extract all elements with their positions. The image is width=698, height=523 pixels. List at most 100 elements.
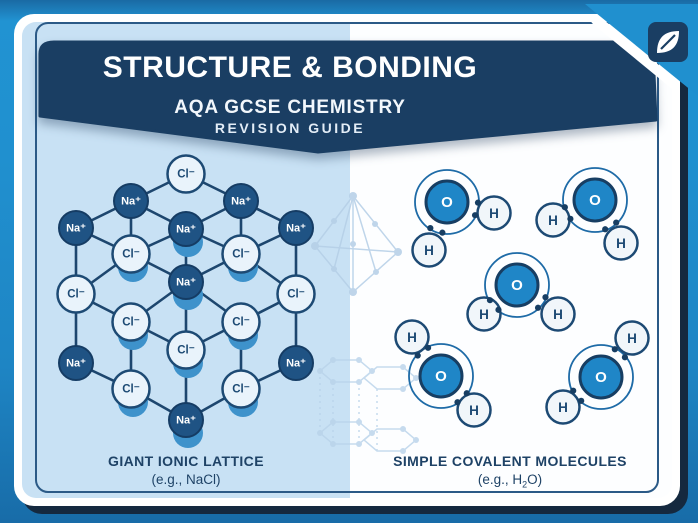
octahedron-watermark-icon xyxy=(311,192,402,296)
hex-lattice-watermark-icon xyxy=(317,357,419,454)
hydrogen-atom xyxy=(456,392,492,428)
sodium-ion xyxy=(168,402,204,438)
shared-electron-dot xyxy=(486,297,494,304)
hydrogen-label: H xyxy=(548,213,558,228)
ion-label: Na⁺ xyxy=(176,224,196,236)
sodium-ion xyxy=(168,211,204,247)
sodium-ion xyxy=(278,345,314,381)
sodium-ion xyxy=(168,264,204,300)
hydrogen-label: H xyxy=(627,331,637,346)
ion-label: Cl⁻ xyxy=(232,249,250,261)
chloride-ion xyxy=(221,369,261,409)
chloride-ion xyxy=(56,274,96,314)
ion-label: Cl⁻ xyxy=(177,345,195,357)
shared-electron-dot xyxy=(495,306,502,313)
ion-label: Cl⁻ xyxy=(122,384,140,396)
shared-electron-dot xyxy=(534,304,542,311)
chloride-ion xyxy=(111,234,151,274)
water-molecule: HHO xyxy=(535,167,639,261)
shared-electron-dot xyxy=(427,225,434,232)
frame-border xyxy=(35,22,659,493)
oxygen-label: O xyxy=(589,192,601,209)
hydrogen-label: H xyxy=(553,307,563,322)
sodium-ion xyxy=(278,210,314,246)
oxygen-label: O xyxy=(435,368,447,385)
leaf-icon xyxy=(657,31,679,53)
electron-shell-ring xyxy=(562,167,628,233)
sodium-ion xyxy=(113,183,149,219)
hydrogen-atom xyxy=(476,195,512,231)
covalent-caption-example: (e.g., H2O) xyxy=(477,472,543,490)
shared-electron-dot xyxy=(454,399,461,406)
shared-electron-dot xyxy=(578,397,585,404)
chloride-ion xyxy=(166,154,206,194)
ion-label: Cl⁻ xyxy=(232,384,250,396)
ion-label: Cl⁻ xyxy=(122,317,140,329)
page-title: STRUCTURE & BONDING xyxy=(102,51,478,84)
hydrogen-atom xyxy=(540,296,576,332)
oxygen-atom xyxy=(418,353,464,399)
hydrogen-atom xyxy=(603,225,639,261)
hydrogen-atom xyxy=(411,232,447,268)
ion-label: Na⁺ xyxy=(176,277,196,289)
chloride-ion xyxy=(221,234,261,274)
hydrogen-label: H xyxy=(424,243,434,258)
chloride-ion xyxy=(111,369,151,409)
shared-electron-dot xyxy=(621,354,629,361)
shared-electron-dot xyxy=(474,199,482,206)
chloride-ion xyxy=(221,302,261,342)
hydrogen-label: H xyxy=(479,307,489,322)
ion-label: Na⁺ xyxy=(121,196,141,208)
shared-electron-dot xyxy=(613,219,620,226)
page-tagline: REVISION GUIDE xyxy=(214,120,366,136)
shared-electron-dot xyxy=(602,226,609,233)
ion-label: Cl⁻ xyxy=(122,249,140,261)
shared-electron-dot xyxy=(611,346,618,353)
hydrogen-label: H xyxy=(407,330,417,345)
covalent-caption: SIMPLE COVALENT MOLECULES (e.g., H2O) xyxy=(348,453,672,490)
shared-electron-dot xyxy=(561,204,568,211)
electron-shell-ring xyxy=(484,252,550,318)
hydrogen-atom xyxy=(614,320,650,356)
shared-electron-dot xyxy=(463,390,470,397)
ion-label: Cl⁻ xyxy=(177,169,195,181)
hydrogen-label: H xyxy=(489,206,499,221)
ion-label: Na⁺ xyxy=(66,358,86,370)
sodium-ion xyxy=(223,183,259,219)
chloride-ion xyxy=(111,302,151,342)
water-molecule: HHO xyxy=(545,320,650,425)
shared-electron-dot xyxy=(471,212,479,219)
ion-label: Cl⁻ xyxy=(232,317,250,329)
hydrogen-label: H xyxy=(469,403,479,418)
ion-label: Na⁺ xyxy=(66,223,86,235)
sodium-ion xyxy=(58,345,94,381)
shared-electron-dot xyxy=(570,387,577,394)
water-molecule: HHO xyxy=(411,169,512,268)
leaf-logo xyxy=(648,22,688,62)
oxygen-label: O xyxy=(595,369,607,386)
oxygen-atom xyxy=(424,179,470,225)
sodium-ion xyxy=(58,210,94,246)
ion-label: Cl⁻ xyxy=(287,289,305,301)
hydrogen-atom xyxy=(394,319,430,355)
shared-electron-dot xyxy=(424,344,432,351)
water-molecule: H H O xyxy=(394,319,492,428)
shared-electron-dot xyxy=(567,215,574,222)
giant-ionic-lattice: Cl⁻ Na⁺ Na⁺ Na⁺ Na⁺ Na⁺ Cl⁻ Cl⁻ Na⁺ Cl⁻ Cl⁻ Cl⁻ Cl⁻ C… xyxy=(56,154,316,448)
electron-shell-ring xyxy=(568,344,634,410)
chloride-ion xyxy=(166,330,206,370)
ion-label: Na⁺ xyxy=(231,196,251,208)
corner-chamfer xyxy=(585,4,698,96)
oxygen-atom xyxy=(578,354,624,400)
banner: STRUCTURE & BONDING AQA GCSE CHEMISTRY R… xyxy=(0,0,698,165)
oxygen-atom xyxy=(572,177,618,223)
hydrogen-atom xyxy=(466,296,502,332)
hydrogen-atom xyxy=(545,389,581,425)
ionic-caption-title: GIANT IONIC LATTICE xyxy=(108,453,264,469)
shared-electron-dot xyxy=(542,294,549,301)
ion-label: Na⁺ xyxy=(176,415,196,427)
